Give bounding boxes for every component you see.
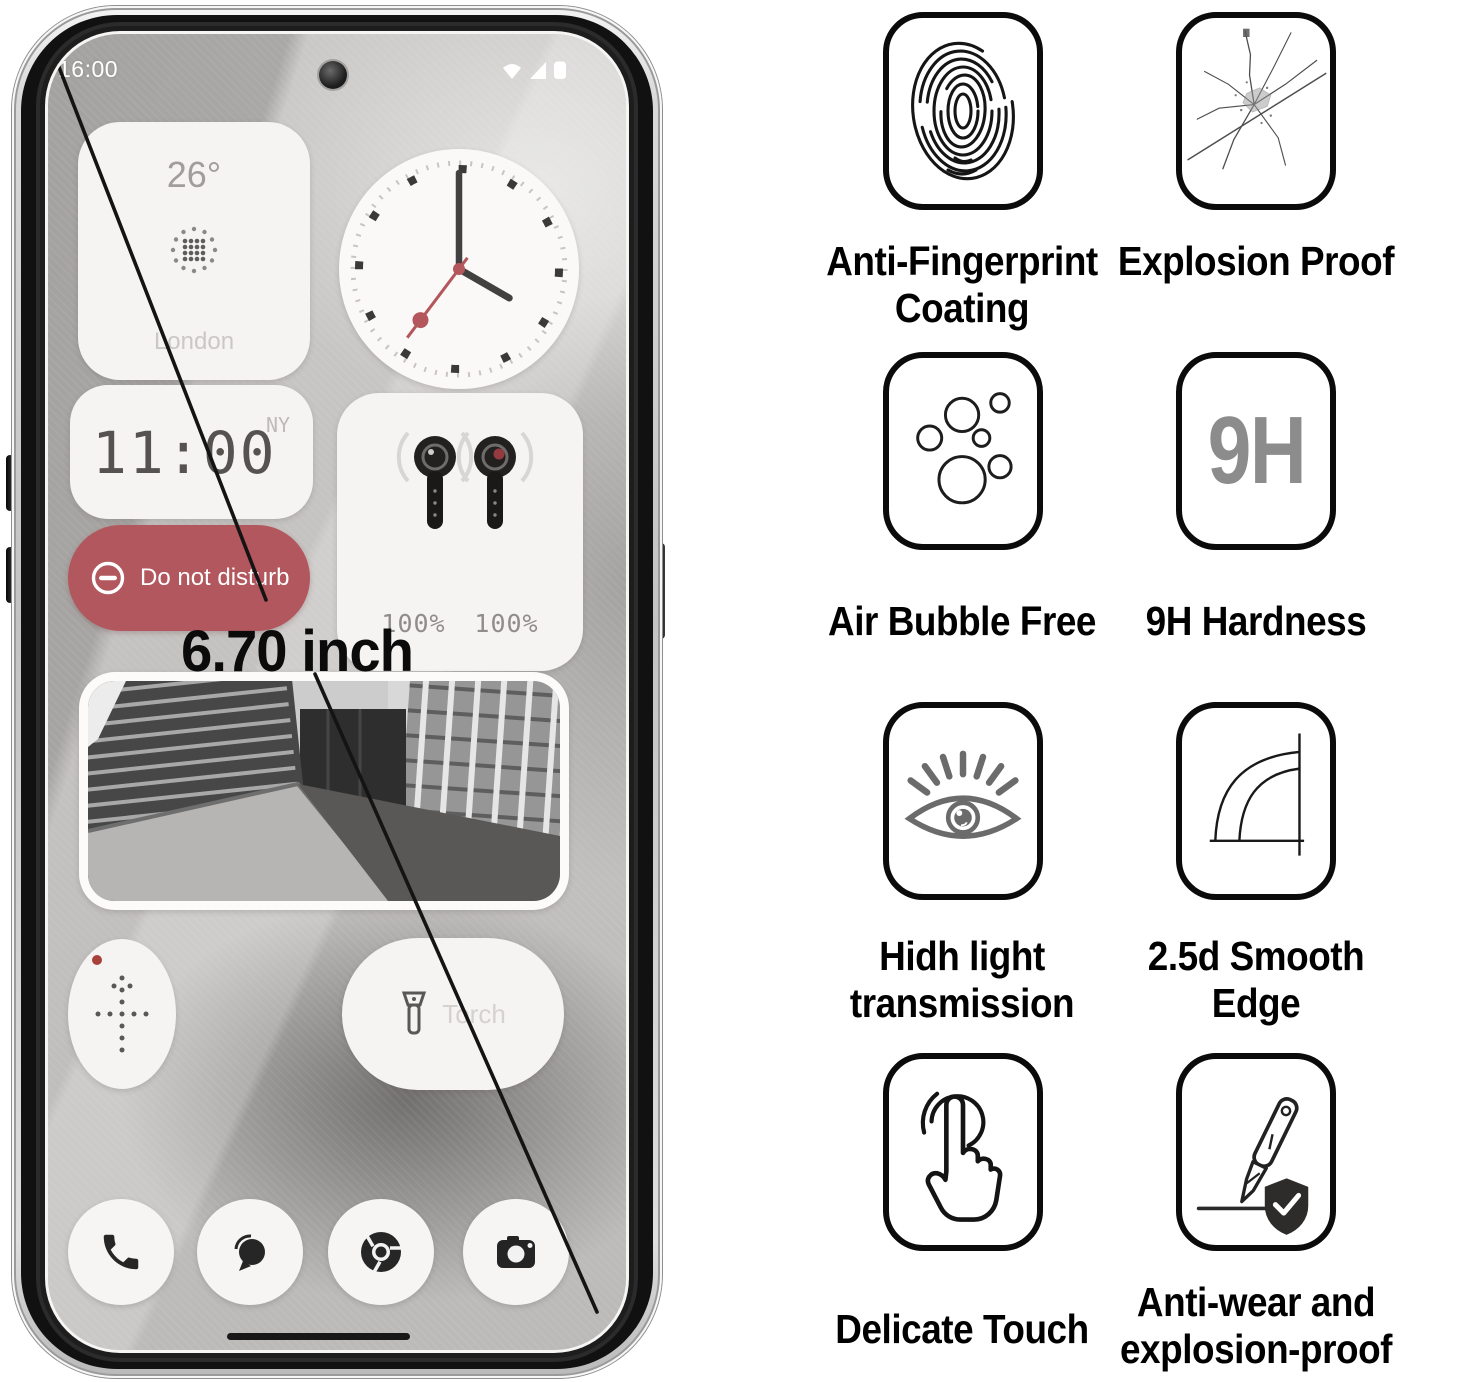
earbuds-icon: [396, 431, 534, 529]
smooth-edge-icon: [1209, 733, 1305, 856]
status-icons: [503, 61, 566, 79]
photo-image: [88, 681, 560, 901]
status-time: 16:00: [58, 56, 119, 82]
eye-icon: [904, 750, 1022, 839]
dock-app-camera: [463, 1199, 569, 1305]
right-earbud-battery: 100%: [474, 609, 539, 638]
photo-widget: [79, 672, 569, 910]
feature-label-air-bubble-free: Air Bubble Free: [827, 598, 1097, 644]
weather-city: London: [153, 328, 235, 355]
signal-icon: [530, 62, 546, 79]
messages-icon: [234, 1234, 265, 1271]
phone-screen: 16:00 26°: [48, 34, 626, 1350]
digital-clock-widget: 11:00 NY: [70, 385, 313, 519]
feature-label-anti-wear: Anti-wear and explosion-proof: [1119, 1279, 1393, 1372]
knife-shield-icon: [1196, 1097, 1309, 1235]
home-indicator: [227, 1333, 410, 1340]
torch-widget: Torch: [342, 938, 564, 1090]
minus-circle-icon: [91, 561, 125, 595]
camera-icon: [497, 1236, 535, 1268]
feature-label-delicate-touch: Delicate Touch: [835, 1306, 1089, 1352]
digital-time: 11:00: [92, 419, 277, 487]
earbuds-widget: 100% 100%: [337, 393, 583, 671]
feature-label-9h-hardness: 9H Hardness: [1145, 598, 1367, 644]
phone-mockup: 16:00 26°: [12, 6, 662, 1378]
feature-label-explosion-proof: Explosion Proof: [1117, 238, 1395, 284]
touch-icon: [920, 1091, 1003, 1222]
glyph-shortcut-widget: [68, 939, 176, 1089]
dock-app-phone: [68, 1199, 174, 1305]
digital-timezone: NY: [266, 413, 291, 437]
chrome-icon: [361, 1232, 401, 1273]
dnd-pill: Do not disturb: [68, 525, 310, 631]
temperature: 26°: [166, 154, 222, 195]
phone-icon: [103, 1234, 139, 1270]
weather-widget: 26° London: [78, 122, 310, 380]
dotted-cross-icon: [95, 975, 149, 1053]
dotted-sun-icon: [170, 226, 218, 274]
fingerprint-icon: [911, 41, 1015, 181]
feature-label-smooth-edge: 2.5d Smooth Edge: [1147, 933, 1365, 1026]
left-earbud-battery: 100%: [381, 609, 446, 638]
wifi-icon: [503, 64, 521, 79]
screen-size-label: 6.70 inch: [181, 619, 414, 684]
feature-box-explosion-proof: [1176, 12, 1336, 210]
feature-box-delicate-touch: [883, 1053, 1043, 1251]
volume-up-button: [6, 455, 14, 511]
analog-clock-widget: [339, 149, 579, 389]
feature-box-smooth-edge: [1176, 702, 1336, 900]
feature-box-air-bubble-free: [883, 352, 1043, 550]
notification-dot: [92, 955, 102, 965]
analog-clock-face: [342, 152, 576, 386]
cracked-glass-icon: [1187, 28, 1327, 170]
volume-down-button: [6, 547, 14, 603]
dock-app-messages: [197, 1199, 303, 1305]
feature-box-anti-fingerprint: [883, 12, 1043, 210]
battery-icon: [554, 61, 566, 79]
feature-label-anti-fingerprint: Anti-Fingerprint Coating: [826, 238, 1098, 331]
feature-box-light-transmission: [883, 702, 1043, 900]
air-bubbles-icon: [916, 392, 1013, 505]
feature-label-light-transmission: Hidh light transmission: [849, 933, 1075, 1026]
dnd-label: Do not disturb: [140, 564, 290, 591]
flashlight-icon: [402, 991, 427, 1035]
earbuds-battery-row: 100% 100%: [337, 609, 583, 638]
torch-label: Torch: [442, 998, 506, 1029]
dock-app-chrome: [328, 1199, 434, 1305]
punch-hole-camera: [319, 61, 347, 89]
hardness-9h-badge: 9H: [1207, 397, 1306, 504]
feature-box-anti-wear: [1176, 1053, 1336, 1251]
feature-box-9h-hardness: 9H: [1176, 352, 1336, 550]
hour-hand: [455, 265, 513, 302]
